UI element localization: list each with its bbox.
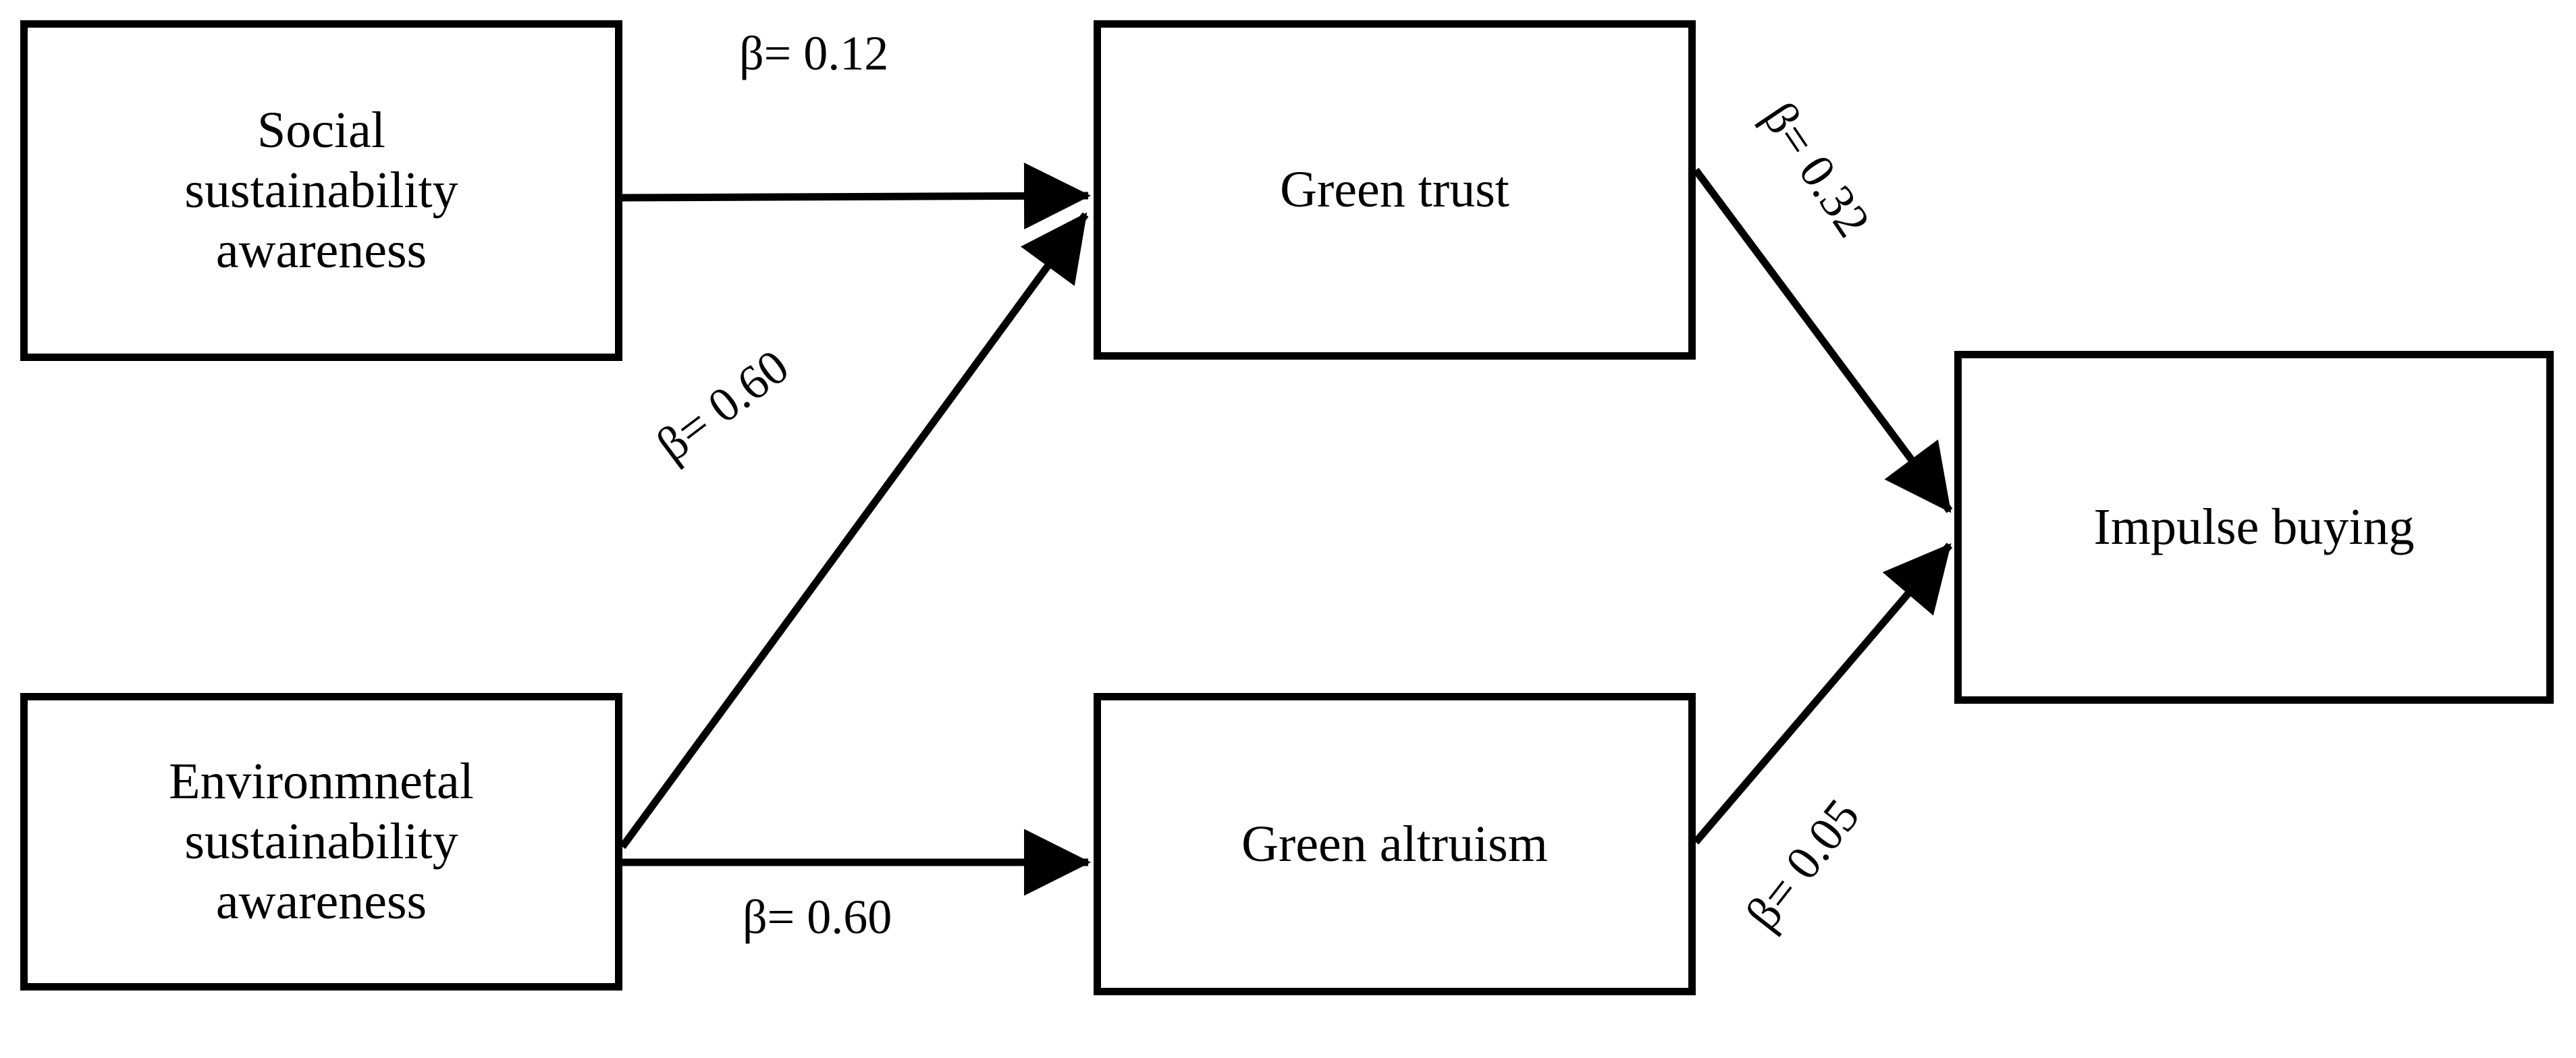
node-environmental-sustainability-awareness[interactable]: Environmnetal sustainability awareness bbox=[20, 693, 622, 991]
node-label-green-altruism: Green altruism bbox=[1241, 815, 1548, 872]
edge-line-esa-to-green-trust bbox=[619, 212, 1089, 850]
node-green-altruism[interactable]: Green altruism bbox=[1094, 693, 1696, 995]
edge-line-ssa-to-green-trust bbox=[622, 162, 1091, 229]
node-label-impulse-buying: Impulse buying bbox=[2093, 499, 2415, 556]
node-green-trust[interactable]: Green trust bbox=[1094, 20, 1696, 360]
edge-line-green-altruism-to-impulse-buying bbox=[1692, 542, 1953, 845]
node-social-sustainability-awareness[interactable]: Social sustainability awareness bbox=[20, 20, 622, 361]
node-label-social-sustainability-awareness: Social sustainability awareness bbox=[184, 102, 458, 279]
edge-line-green-trust-to-impulse-buying bbox=[1692, 167, 1953, 513]
node-label-green-trust: Green trust bbox=[1280, 161, 1509, 219]
edge-label-ssa-to-green-trust: β= 0.12 bbox=[739, 26, 889, 80]
edge-label-esa-to-green-altruism: β= 0.60 bbox=[743, 890, 892, 944]
node-impulse-buying[interactable]: Impulse buying bbox=[1954, 351, 2554, 704]
node-label-environmental-sustainability-awareness: Environmnetal sustainability awareness bbox=[169, 753, 474, 930]
